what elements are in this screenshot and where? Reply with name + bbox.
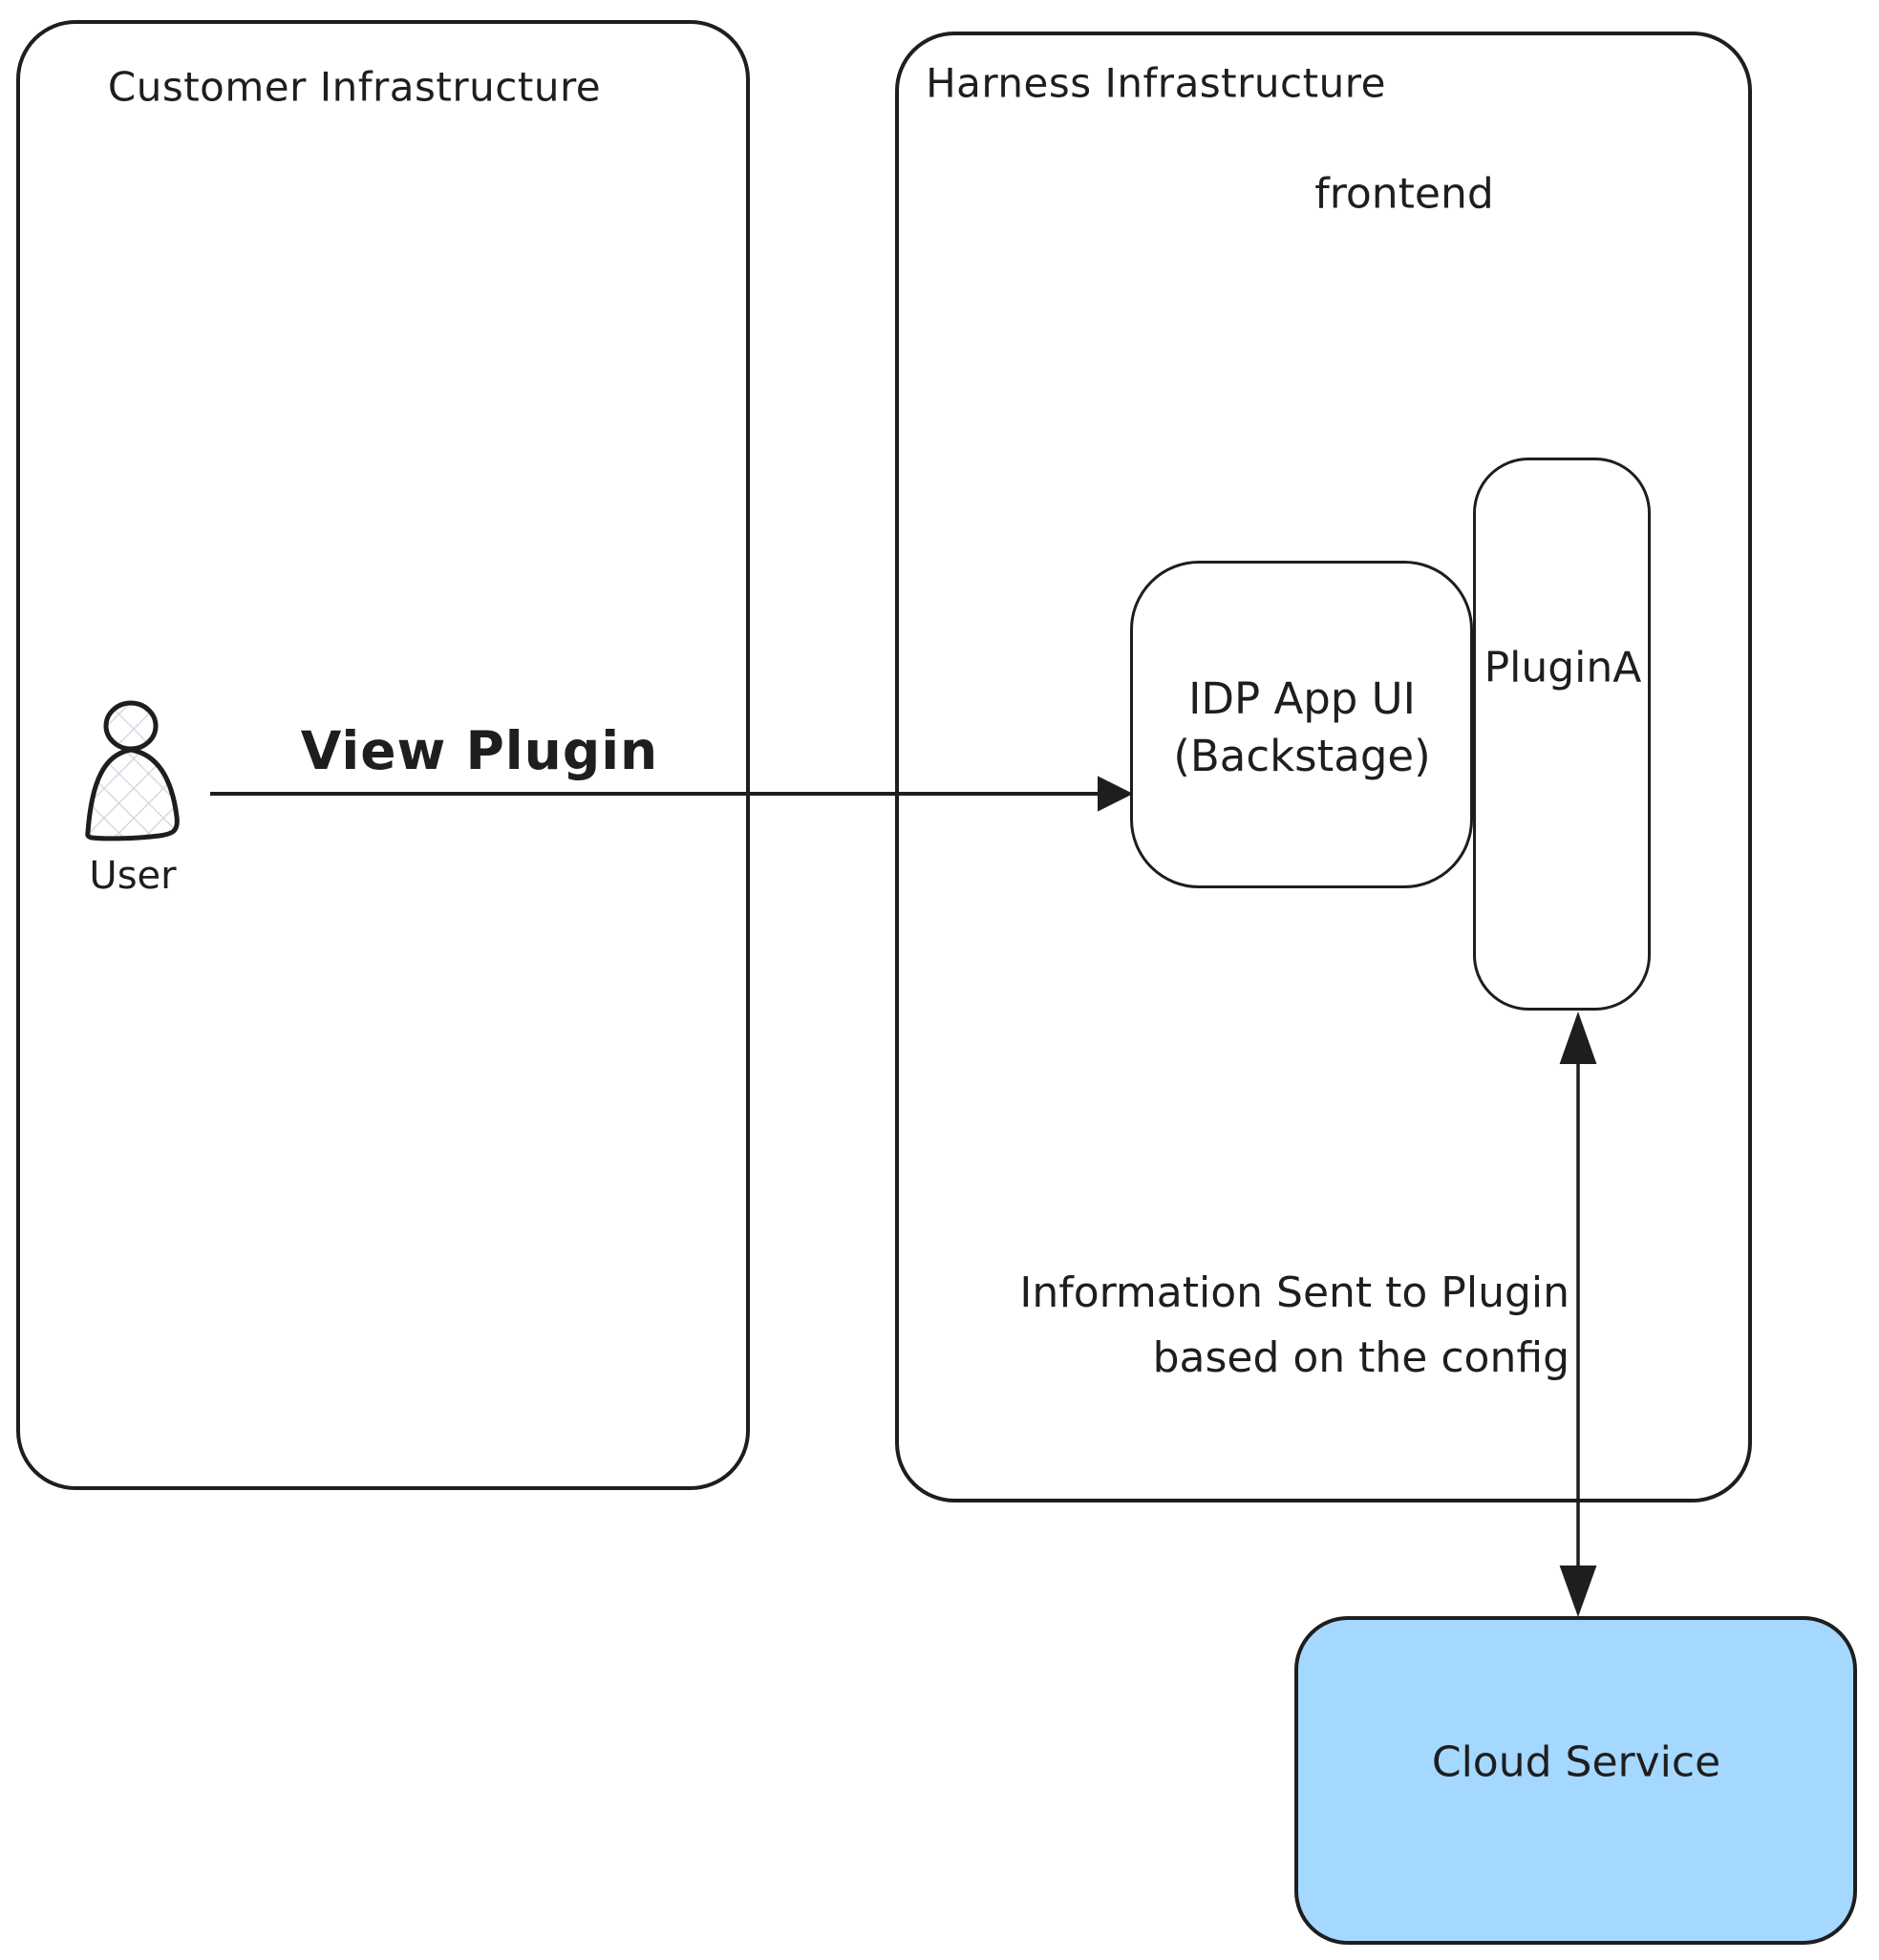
idp-app-ui-label: IDP App UI (Backstage) [1173,671,1430,785]
info-arrow-label: Information Sent to Plugin based on the … [1019,1261,1569,1391]
idp-app-ui-label-line1: IDP App UI [1188,673,1416,724]
info-arrow-label-line1: Information Sent to Plugin [1019,1268,1569,1317]
plugina-label: PluginA [1484,643,1642,692]
frontend-label: frontend [1314,169,1494,219]
customer-infrastructure-box [16,20,750,1490]
plugina-box [1473,458,1651,1011]
customer-infrastructure-title: Customer Infrastructure [107,63,602,111]
info-arrow-label-line2: based on the config [1152,1333,1569,1382]
harness-infrastructure-title: Harness Infrastructure [926,59,1386,107]
view-plugin-label: View Plugin [300,720,659,781]
cloud-service-box [1294,1616,1857,1945]
idp-app-ui-box [1130,561,1473,888]
idp-app-ui-label-line2: (Backstage) [1173,731,1431,781]
cloud-service-label: Cloud Service [1431,1737,1721,1787]
harness-infrastructure-box [895,32,1752,1502]
user-label: User [89,854,177,898]
